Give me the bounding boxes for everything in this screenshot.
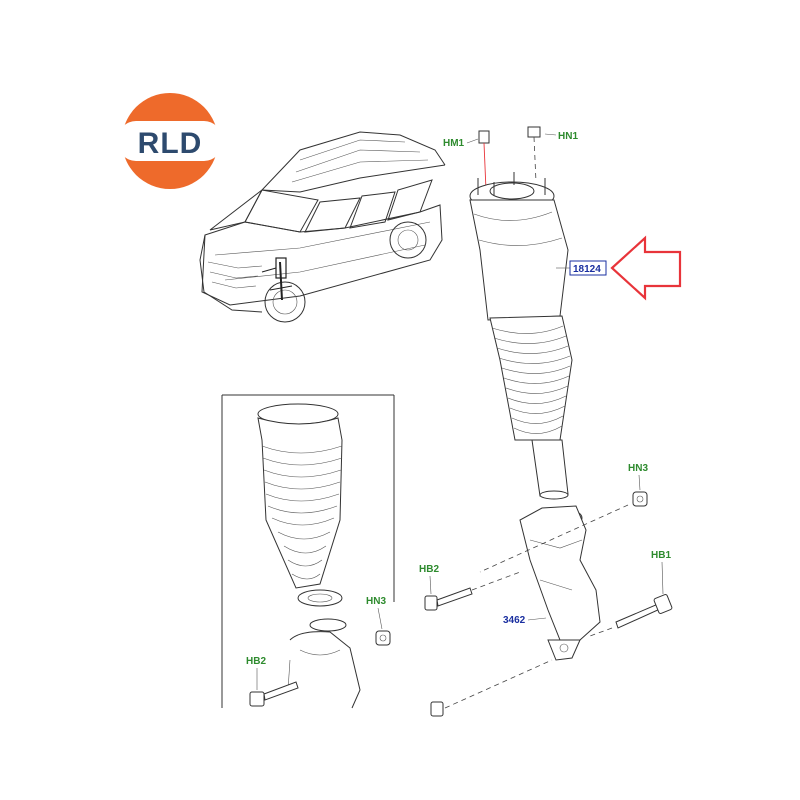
callout-hn3-right: HN3 [628, 463, 648, 474]
callout-hb2-inset: HB2 [246, 656, 266, 667]
hn1-nut [527, 126, 541, 183]
highlight-arrow [610, 235, 682, 301]
callout-hb1: HB1 [651, 550, 671, 561]
inset-detail-box [221, 394, 395, 709]
callout-hn1: HN1 [558, 131, 578, 142]
rld-logo: RLD [118, 93, 222, 189]
hm1-fastener [478, 130, 490, 191]
bellows-rings [491, 325, 571, 434]
hn3-nut-right [632, 491, 648, 507]
part-number-18124: 18124 [573, 264, 601, 275]
steering-knuckle [519, 505, 601, 661]
dust-boot [257, 403, 343, 589]
air-strut [469, 172, 573, 500]
callout-hb2-right: HB2 [419, 564, 439, 575]
part-number-3462: 3462 [503, 615, 526, 626]
vehicle-illustration [199, 131, 446, 323]
callout-hm1: HM1 [443, 138, 465, 149]
hb2-bolt-right [424, 587, 473, 611]
lower-bolt [430, 659, 553, 717]
callout-hn3-inset: HN3 [366, 596, 386, 607]
logo-text: RLD [138, 127, 203, 160]
hn3-nut-inset [375, 630, 391, 646]
hb1-bolt [615, 594, 673, 629]
hb2-bolt-inset [249, 681, 299, 707]
